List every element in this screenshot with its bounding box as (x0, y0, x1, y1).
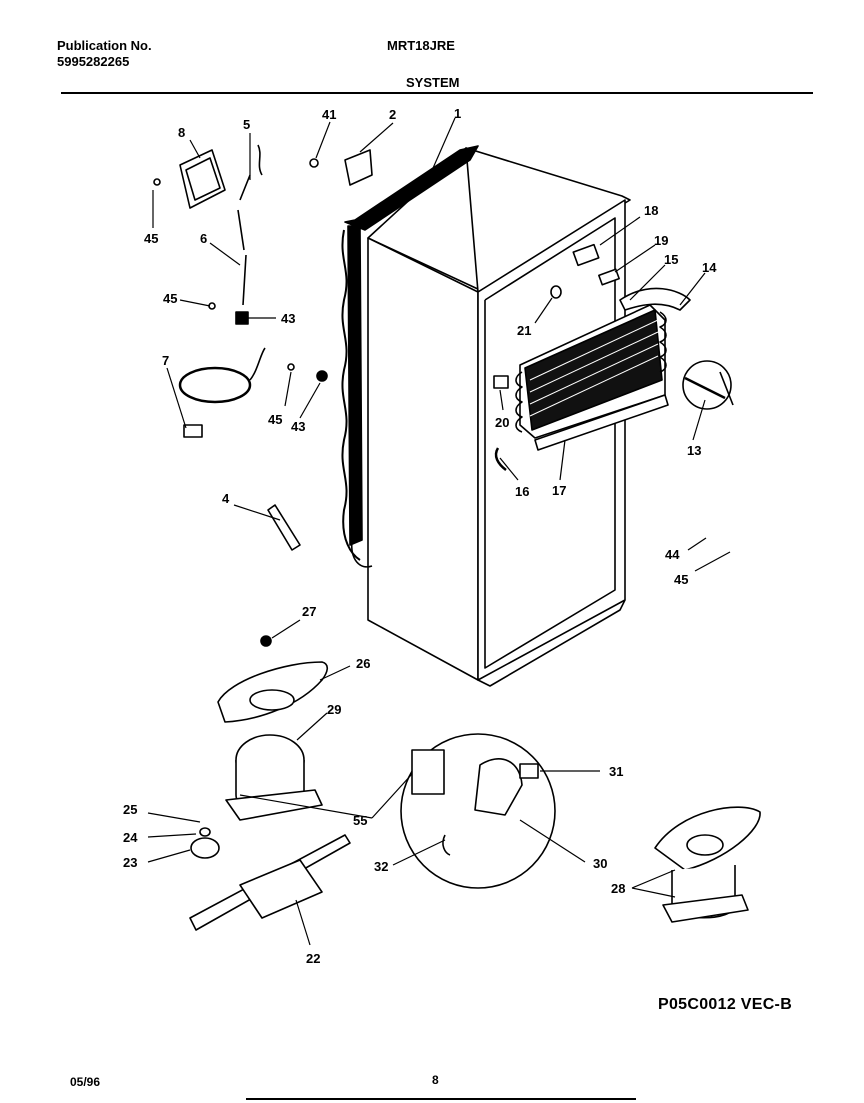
left-parts (153, 144, 373, 551)
callout: 18 (644, 203, 658, 218)
callout: 45 (163, 291, 177, 306)
callout: 55 (353, 813, 367, 828)
drawing-code: P05C0012 VEC-B (658, 996, 793, 1013)
callout: 43 (281, 311, 295, 326)
callout: 45 (674, 572, 688, 587)
publication-label: Publication No. (57, 38, 152, 53)
callout-labels: 1 2 41 5 8 45 6 45 43 7 45 43 4 18 19 15… (123, 106, 717, 966)
evaporator (515, 304, 669, 451)
callout: 7 (162, 353, 169, 368)
callout: 30 (593, 856, 607, 871)
callout: 45 (268, 412, 282, 427)
header-rule (61, 92, 813, 94)
callout: 22 (306, 951, 320, 966)
compressor (190, 734, 323, 859)
base-rail (189, 834, 351, 931)
callout: 15 (664, 252, 678, 267)
callout: 44 (665, 547, 680, 562)
callout: 4 (222, 491, 230, 506)
callout: 1 (454, 106, 461, 121)
callout: 23 (123, 855, 137, 870)
callout: 19 (654, 233, 668, 248)
callout: 32 (374, 859, 388, 874)
callout: 28 (611, 881, 625, 896)
callout: 16 (515, 484, 529, 499)
footer-date: 05/96 (70, 1075, 101, 1089)
compressor-assembly (654, 806, 761, 923)
publication-number: 5995282265 (57, 54, 130, 69)
callout: 14 (702, 260, 717, 275)
callout: 26 (356, 656, 370, 671)
callout: 27 (302, 604, 316, 619)
relay-detail (400, 733, 556, 889)
drier-detail (682, 360, 734, 410)
callout: 31 (609, 764, 623, 779)
model-number: MRT18JRE (387, 38, 455, 53)
leader-lines (147, 117, 731, 946)
callout: 17 (552, 483, 566, 498)
callout: 6 (200, 231, 207, 246)
callout: 5 (243, 117, 250, 132)
footer-rule (246, 1098, 636, 1100)
page-number: 8 (432, 1073, 439, 1087)
callout: 45 (144, 231, 158, 246)
callout: 2 (389, 107, 396, 122)
section-title: SYSTEM (406, 75, 460, 90)
callout: 25 (123, 802, 137, 817)
callout: 43 (291, 419, 305, 434)
small-parts (493, 243, 691, 471)
callout: 24 (123, 830, 138, 845)
callout: 21 (517, 323, 531, 338)
drain-pan (217, 635, 329, 723)
callout: 13 (687, 443, 701, 458)
callout: 20 (495, 415, 509, 430)
callout: 29 (327, 702, 341, 717)
condenser-coil (341, 145, 479, 568)
callout: 8 (178, 125, 185, 140)
callout: 41 (322, 107, 336, 122)
